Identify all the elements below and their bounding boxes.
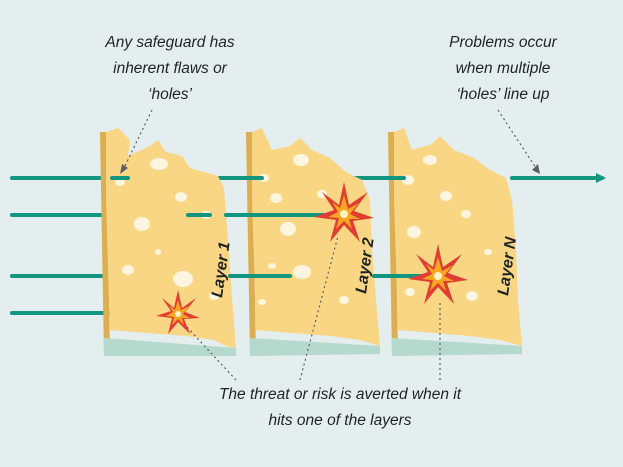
layer-n-hole	[466, 291, 478, 301]
layer-n-slice	[388, 128, 522, 356]
impact-burst-layer-2	[314, 182, 374, 242]
annotation-line-up-line-2: when multiple	[455, 60, 551, 77]
annotation-line-up-line-3: ‘holes’ line up	[456, 86, 550, 103]
layer-1-hole	[173, 271, 193, 287]
annotation-holes-line-1: Any safeguard has	[105, 34, 235, 51]
layer-2-face	[252, 128, 380, 346]
layer-1-face	[106, 128, 236, 348]
layer-n-side	[388, 132, 398, 356]
layer-n-hole	[484, 249, 492, 255]
pointer-holes	[123, 109, 153, 169]
layer-2-hole	[258, 299, 266, 305]
layer-2-edge	[250, 338, 380, 356]
layer-1-slice	[100, 128, 236, 356]
layer-1-hole	[134, 217, 150, 231]
pointer-holes-head	[120, 164, 128, 174]
layer-1-hole	[175, 192, 187, 202]
annotation-line-up-line-1: Problems occur	[449, 34, 557, 51]
layer-1-side	[100, 132, 110, 356]
pointer-lineup-head	[532, 164, 540, 174]
impact-burst-layer-n	[408, 244, 468, 304]
layer-2-hole	[317, 190, 327, 198]
layer-2-hole	[293, 154, 309, 166]
layer-2-hole	[339, 296, 349, 304]
layer-n-hole	[440, 191, 452, 201]
annotation-pointers	[123, 109, 537, 381]
layer-n-hole	[407, 226, 421, 238]
layer-1-hole	[155, 249, 161, 255]
annotation-holes-line-2: inherent flaws or	[113, 60, 227, 77]
layer-n-face	[394, 128, 522, 346]
layer-2-hole	[268, 263, 276, 269]
impact-burst-layer-1	[156, 290, 200, 334]
threat-lines-front	[110, 173, 606, 278]
annotation-holes: Any safeguard has inherent flaws or ‘hol…	[70, 30, 270, 108]
annotation-averted: The threat or risk is averted when it hi…	[150, 382, 530, 434]
annotation-line-up: Problems occur when multiple ‘holes’ lin…	[398, 30, 608, 108]
annotation-averted-line-1: The threat or risk is averted when it	[218, 386, 462, 403]
layer-2-hole	[280, 222, 296, 236]
layer-1-hole	[122, 265, 134, 275]
layer-1-hole	[209, 292, 219, 300]
layer-2-hole	[270, 193, 282, 203]
layer-n-hole	[461, 210, 471, 218]
annotation-arrowheads	[120, 164, 540, 174]
layer-n-hole	[405, 288, 415, 296]
annotation-averted-line-2: hits one of the layers	[268, 412, 412, 429]
layer-1-edge	[104, 338, 236, 356]
layer-2-hole	[293, 265, 311, 279]
layer-n-edge	[392, 338, 522, 356]
layer-n-hole	[423, 155, 437, 165]
annotation-holes-line-3: ‘holes’	[148, 86, 192, 103]
layer-1-hole	[150, 158, 168, 170]
layer-2-side	[246, 132, 256, 356]
pointer-avert-1	[185, 325, 237, 381]
pointer-lineup	[497, 109, 537, 169]
